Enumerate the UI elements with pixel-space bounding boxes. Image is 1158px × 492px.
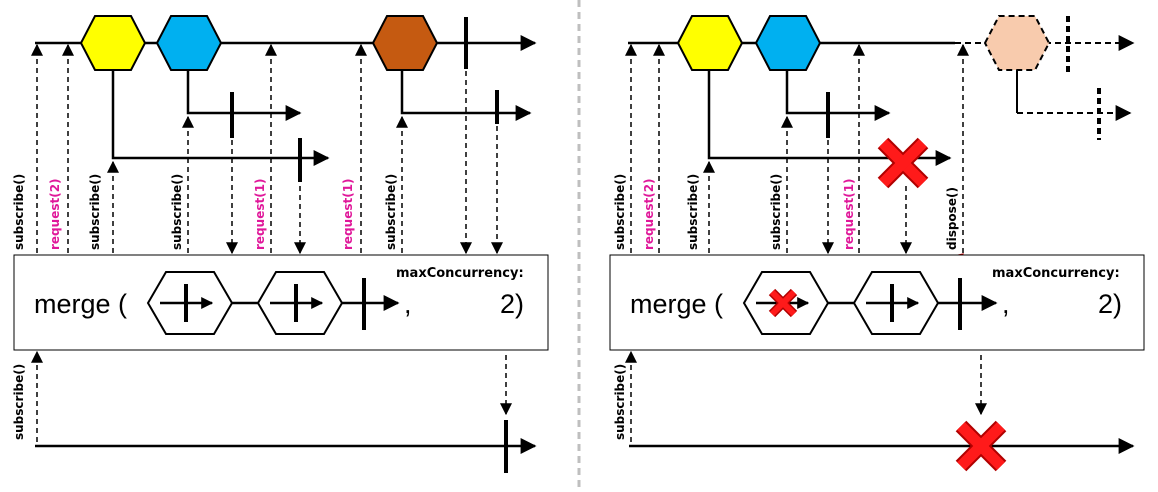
- left-subscribe-label-4: subscribe(): [384, 174, 398, 250]
- left-yellow-item: [79, 15, 147, 71]
- right-yellow-item: [676, 15, 744, 71]
- left-blue-item: [155, 15, 223, 71]
- right-vertical-labels: subscribe() request(2) subscribe() subsc…: [613, 174, 959, 440]
- left-max-concurrency-label: maxConcurrency:: [396, 266, 524, 281]
- left-merge-word: merge (: [34, 289, 127, 319]
- right-subscribe-label-1: subscribe(): [613, 174, 627, 250]
- left-vertical-labels: subscribe() request(2) subscribe() subsc…: [12, 174, 398, 440]
- left-comma: ,: [404, 289, 412, 319]
- right-subscribe-label-4: subscribe(): [613, 364, 627, 440]
- left-request2-label: request(2): [48, 178, 62, 250]
- right-dispose-label: dispose(): [945, 187, 959, 250]
- left-source-timeline: [35, 15, 537, 182]
- left-panel: merge ( , maxConcurrency: 2) subscribe()…: [12, 15, 549, 473]
- right-peach-item: [983, 15, 1051, 71]
- right-subscribe-label-2: subscribe(): [686, 174, 700, 250]
- right-request2-label: request(2): [642, 178, 656, 250]
- right-blue-item: [754, 15, 822, 71]
- right-subscribe-label-3: subscribe(): [769, 174, 783, 250]
- left-merge-operator-box: merge ( , maxConcurrency: 2): [13, 254, 549, 351]
- left-subscribe-label-3: subscribe(): [170, 174, 184, 250]
- right-signal-arrows: [625, 43, 987, 442]
- right-merge-operator-box: merge ( , maxConcurrency: 2): [609, 254, 1145, 351]
- right-output-timeline: [629, 420, 1135, 472]
- left-subscribe-label-5: subscribe(): [12, 364, 26, 440]
- right-request1-label: request(1): [842, 178, 856, 250]
- right-source-timeline: [628, 15, 1135, 189]
- right-cancel-x-icon: [877, 137, 929, 189]
- right-merge-word: merge (: [630, 289, 723, 319]
- left-output-timeline: [35, 420, 537, 473]
- left-request1-label-2: request(1): [341, 178, 355, 250]
- right-inner-error-x-icon: [768, 288, 798, 318]
- left-subscribe-label-1: subscribe(): [12, 174, 26, 250]
- right-max-concurrency-value: 2): [1098, 289, 1122, 319]
- left-request1-label-1: request(1): [253, 178, 267, 250]
- left-subscribe-label-2: subscribe(): [88, 174, 102, 250]
- left-brown-item: [371, 15, 439, 71]
- right-panel: merge ( , maxConcurrency: 2): [609, 15, 1145, 472]
- right-output-error-x-icon: [955, 420, 1007, 472]
- right-comma: ,: [1002, 289, 1010, 319]
- left-signal-arrows: [31, 43, 512, 442]
- right-max-concurrency-label: maxConcurrency:: [992, 266, 1120, 281]
- left-max-concurrency-value: 2): [500, 289, 524, 319]
